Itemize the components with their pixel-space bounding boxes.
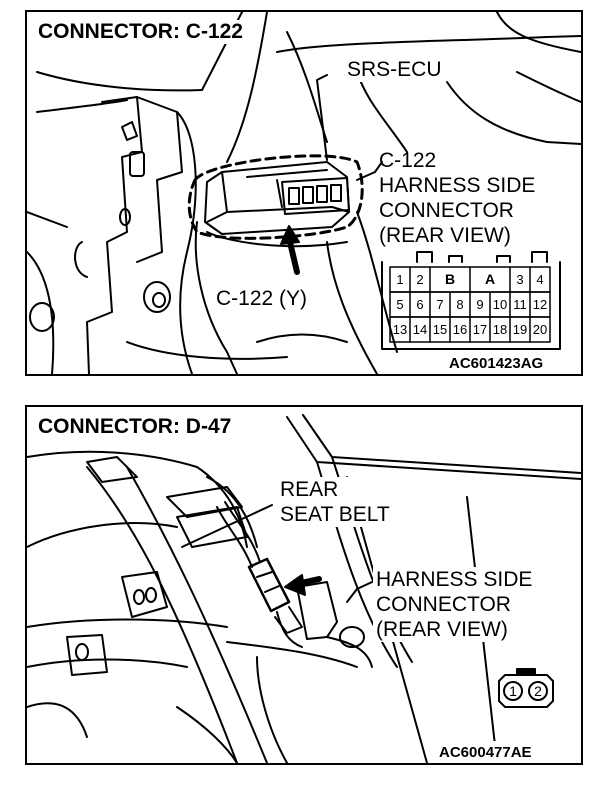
pin-label: 7	[436, 297, 444, 312]
pin-label: 1	[396, 272, 404, 287]
pin-label: 1	[509, 683, 517, 699]
pin-label: A	[484, 271, 496, 287]
pin-label: 12	[532, 297, 548, 312]
pin-label: 3	[516, 272, 524, 287]
pin-label: 15	[432, 322, 448, 337]
c122-y-label: C-122 (Y)	[213, 287, 311, 311]
pin-label: 4	[536, 272, 544, 287]
pin-label: 6	[416, 297, 424, 312]
pin-label: 18	[492, 322, 508, 337]
pin-label: 13	[392, 322, 408, 337]
pin-label: 9	[476, 297, 484, 312]
connector-d47-panel: CONNECTOR: D-47 REAR SEAT BELT HARNESS S…	[25, 405, 583, 765]
pin-label: 2	[534, 683, 542, 699]
pin-label: 11	[513, 297, 527, 312]
pin-label: 5	[396, 297, 404, 312]
figure-code-c122: AC601423AG	[447, 352, 546, 374]
pin-label: 8	[456, 297, 464, 312]
pin-label: 16	[452, 322, 468, 337]
srs-ecu-label: SRS-ECU	[343, 58, 446, 82]
d47-harness-connector-label: HARNESS SIDE CONNECTOR (REAR VIEW)	[373, 567, 536, 642]
figure-code-d47: AC600477AE	[437, 741, 534, 763]
panel-title-c122: CONNECTOR: C-122	[35, 20, 246, 44]
rear-seat-belt-label: REAR SEAT BELT	[277, 477, 393, 527]
panel-title-d47: CONNECTOR: D-47	[35, 415, 235, 439]
pin-label: 17	[472, 322, 488, 337]
pin-label: 2	[416, 272, 424, 287]
pin-label: B	[444, 271, 456, 287]
connector-c122-panel: CONNECTOR: C-122 SRS-ECU C-122 HARNESS S…	[25, 10, 583, 376]
pin-label: 20	[532, 322, 548, 337]
pin-label: 14	[412, 322, 428, 337]
c122-vehicle-illustration	[27, 12, 581, 374]
c122-harness-connector-label: C-122 HARNESS SIDE CONNECTOR (REAR VIEW)	[379, 149, 536, 247]
pin-label: 10	[492, 297, 508, 312]
pin-label: 19	[512, 322, 528, 337]
d47-vehicle-illustration	[27, 414, 581, 763]
